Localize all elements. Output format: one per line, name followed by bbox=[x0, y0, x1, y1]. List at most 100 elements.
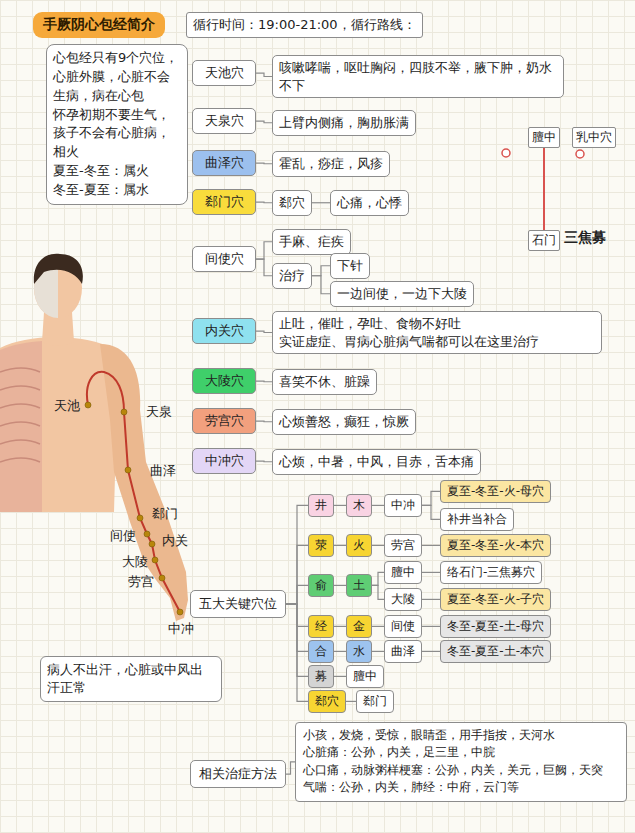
node-text: 心包经只有9个穴位，心脏外膜，心脏不会生病，病在心包 bbox=[53, 49, 181, 106]
node-text: 俞 bbox=[315, 577, 327, 594]
node-text: 间使穴 bbox=[197, 250, 251, 268]
info-box: 循行时间：19:00-21:00，循行路线： bbox=[186, 12, 423, 38]
node-text: 循行时间：19:00-21:00，循行路线： bbox=[193, 16, 416, 34]
description-box: 一边间使，一边下大陵 bbox=[330, 281, 474, 307]
acupoint-box: 劳宫穴 bbox=[192, 408, 256, 434]
node-text: 络石门-三焦募穴 bbox=[447, 564, 535, 581]
node-text: 天池穴 bbox=[197, 64, 251, 82]
connector bbox=[312, 266, 330, 276]
node-text: 膻中 bbox=[353, 668, 377, 685]
connector bbox=[372, 505, 384, 506]
node-text: 劳宫穴 bbox=[197, 412, 251, 430]
connector bbox=[256, 121, 272, 123]
acupoint-box: 间使穴 bbox=[192, 246, 256, 272]
node-text: 心烦善怒，癫狂，惊厥 bbox=[279, 413, 409, 431]
node-text: 石门 bbox=[532, 232, 556, 249]
tree-node: 俞 bbox=[308, 574, 334, 597]
connector bbox=[334, 626, 346, 627]
node-text: 夏至-冬至-火-子穴 bbox=[447, 591, 544, 608]
tree-node: 郄穴 bbox=[308, 690, 346, 713]
connector bbox=[256, 460, 272, 462]
node-text: 夏至-冬至-火-母穴 bbox=[447, 483, 544, 500]
node-text: 荥 bbox=[315, 537, 327, 554]
meridian-line bbox=[87, 372, 180, 612]
description-box: 心烦善怒，癫狂，惊厥 bbox=[272, 409, 416, 435]
torso bbox=[0, 337, 118, 512]
connector bbox=[334, 545, 346, 546]
node-text: 怀孕初期不要生气，孩子不会有心脏病，相火 bbox=[53, 106, 181, 163]
connector bbox=[372, 585, 384, 599]
acupoint-box: 曲泽穴 bbox=[192, 150, 256, 176]
node-text: 病人不出汗，心脏或中风出汗正常 bbox=[47, 661, 215, 697]
connector bbox=[256, 380, 272, 382]
tree-node: 冬至-夏至-土-母穴 bbox=[440, 615, 551, 638]
tree-node: 土 bbox=[346, 574, 372, 597]
connector bbox=[372, 626, 384, 627]
tree-node: 合 bbox=[308, 640, 334, 663]
connector bbox=[334, 651, 346, 652]
node-text: 间使 bbox=[391, 618, 415, 635]
node-text: 五大关键穴位 bbox=[199, 595, 277, 613]
node-text: 心痛，心悸 bbox=[337, 194, 402, 212]
point-label: 间使 bbox=[110, 527, 136, 545]
node-text: 手麻、疟疾 bbox=[279, 233, 344, 251]
connector bbox=[286, 505, 308, 604]
tree-node: 金 bbox=[346, 615, 372, 638]
tree-node: 膻中 bbox=[346, 665, 384, 688]
tree-node: 夏至-冬至-火-母穴 bbox=[440, 480, 551, 503]
connector bbox=[256, 331, 272, 332]
node-text: 木 bbox=[353, 497, 365, 514]
connector bbox=[256, 259, 272, 276]
tree-node: 夏至-冬至-火-子穴 bbox=[440, 588, 551, 611]
node-text: 上臂内侧痛，胸肋胀满 bbox=[279, 114, 409, 132]
connector bbox=[286, 545, 308, 604]
node-text: 中冲穴 bbox=[197, 452, 251, 470]
node-text: 大陵穴 bbox=[197, 372, 251, 390]
connector bbox=[312, 202, 330, 203]
acupoint-box: 天泉穴 bbox=[192, 108, 256, 134]
acupoint-box: 内关穴 bbox=[192, 318, 256, 344]
connector bbox=[256, 162, 272, 164]
connector bbox=[256, 420, 272, 422]
acupoint-box: 大陵穴 bbox=[192, 368, 256, 394]
connector bbox=[422, 491, 440, 505]
point-label: 大陵 bbox=[122, 553, 148, 571]
node-text: 劳宫 bbox=[391, 537, 415, 554]
node-text: 膻中 bbox=[391, 564, 415, 581]
tree-node: 火 bbox=[346, 534, 372, 557]
connector bbox=[422, 599, 440, 600]
tree-node: 曲泽 bbox=[384, 640, 422, 663]
node-text: 内关穴 bbox=[197, 322, 251, 340]
node-text: 止吐，催吐，孕吐、食物不好吐 bbox=[279, 315, 595, 333]
node-text: 天泉穴 bbox=[197, 112, 251, 130]
node-text: 补井当补合 bbox=[447, 511, 507, 528]
hair bbox=[34, 254, 83, 284]
connector bbox=[422, 505, 440, 519]
point-label: 内关 bbox=[162, 532, 188, 550]
root-box: 相关治症方法 bbox=[190, 760, 286, 788]
node-text: 心脏痛：公孙，内关，足三里，中脘 bbox=[303, 744, 619, 761]
node-text: 冬至-夏至：属水 bbox=[53, 181, 181, 200]
point-label: 郄门 bbox=[152, 505, 178, 523]
description-box: 手麻、疟疾 bbox=[272, 229, 351, 255]
acupoint-box: 中冲穴 bbox=[192, 448, 256, 474]
acupoint-box: 天池穴 bbox=[192, 60, 256, 86]
description-box: 郄穴 bbox=[272, 190, 312, 216]
connector bbox=[334, 505, 346, 506]
point-label: 天池 bbox=[54, 397, 80, 415]
connector bbox=[346, 701, 356, 702]
tree-node: 络石门-三焦募穴 bbox=[440, 561, 542, 584]
node-text: 火 bbox=[353, 537, 365, 554]
connector bbox=[256, 73, 272, 76]
connector bbox=[286, 604, 308, 701]
connector bbox=[286, 762, 295, 774]
acupoint-box: 郄门穴 bbox=[192, 189, 256, 215]
note-box: 病人不出汗，心脏或中风出汗正常 bbox=[40, 656, 222, 702]
node-text: 下针 bbox=[337, 257, 363, 275]
connector bbox=[422, 626, 440, 627]
node-text: 咳嗽哮喘，呕吐胸闷，四肢不举，腋下肿，奶水不下 bbox=[279, 59, 557, 94]
node-text: 郄穴 bbox=[279, 194, 305, 212]
treatment-box: 小孩，发烧，受惊，眼睛歪，用手指按，天河水心脏痛：公孙，内关，足三里，中脘心口痛… bbox=[295, 722, 627, 802]
tree-node: 膻中 bbox=[384, 561, 422, 584]
point-label: 天泉 bbox=[146, 403, 172, 421]
